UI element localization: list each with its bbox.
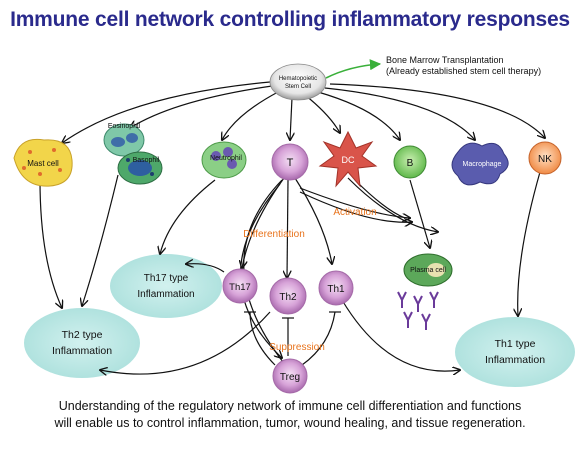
th1-to-inflammation-arrow: [341, 299, 460, 371]
b-cell: [393, 145, 427, 179]
dc-cell-label: DC: [342, 155, 355, 165]
th17-to-inflammation-arrow: [186, 264, 225, 273]
differentiation-label: Differentiation: [243, 229, 305, 240]
hsc-label-line2: Stem Cell: [285, 84, 311, 90]
treg-cell-label: Treg: [280, 372, 300, 383]
hsc-arrows: [62, 81, 545, 143]
th2-inflammation-ellipse: [24, 308, 140, 378]
macrophage-label: Macrophage: [463, 161, 502, 168]
th17-cell-label: Th17: [229, 282, 251, 293]
b-cell-label: B: [407, 158, 414, 169]
th2-inflammation-label-line2: Inflammation: [52, 345, 112, 357]
nk-cell: [528, 141, 562, 175]
th2-inflammation-label-line1: Th2 type: [62, 329, 103, 341]
th1-inflammation-label-line2: Inflammation: [485, 354, 545, 366]
eosinophil-label: Eosinophil: [108, 123, 141, 130]
th17-inflammation-label-line2: Inflammation: [137, 289, 194, 300]
bmt-arrow: [325, 59, 382, 79]
suppression-label: Suppression: [269, 342, 325, 353]
th2-cell-label: Th2: [279, 292, 297, 303]
th1-cell: [318, 270, 354, 306]
activation-label: Activation: [333, 207, 376, 218]
dc-cell: [318, 130, 378, 188]
th1-inflammation-ellipse: [455, 317, 575, 387]
macrophage-cell: [451, 142, 509, 186]
neutrophil-label: Neutrophil: [210, 155, 242, 162]
caption: Understanding of the regulatory network …: [0, 398, 580, 432]
th17-inflammation-label-line1: Th17 type: [144, 273, 189, 284]
caption-line1: Understanding of the regulatory network …: [58, 399, 522, 413]
neutrophil-cell: [201, 141, 247, 179]
mast-cell: [13, 138, 73, 187]
hsc-cell: [269, 63, 327, 101]
activation-arrows: [299, 177, 438, 248]
mast-cell-label: Mast cell: [27, 159, 59, 168]
th17-cell: [222, 268, 258, 304]
bmt-label-line1: Bone Marrow Transplantation: [386, 55, 504, 65]
t-cell: [271, 143, 309, 181]
effector-arrows: [39, 171, 541, 316]
hsc-label-line1: Hematopoietic: [279, 76, 317, 82]
basophil-label: Basophil: [133, 157, 160, 164]
th17-inflammation-ellipse: [110, 254, 222, 318]
suppression-lines: [244, 311, 341, 366]
antibodies: [397, 291, 439, 330]
nk-cell-label: NK: [538, 154, 552, 165]
bmt-label-line2: (Already established stem cell therapy): [386, 66, 541, 76]
page-title: Immune cell network controlling inflamma…: [10, 8, 570, 31]
treg-cell: [272, 358, 308, 394]
plasma-cell-label: Plasma cell: [410, 267, 446, 274]
eosinophil-cell: [103, 123, 145, 157]
th1-cell-label: Th1: [327, 284, 345, 295]
basophil-cell: [117, 151, 163, 185]
th1-inflammation-label-line1: Th1 type: [495, 338, 536, 350]
t-cell-label: T: [287, 157, 294, 169]
caption-line2: will enable us to control inflammation, …: [54, 416, 526, 430]
th2-cell: [269, 277, 307, 315]
